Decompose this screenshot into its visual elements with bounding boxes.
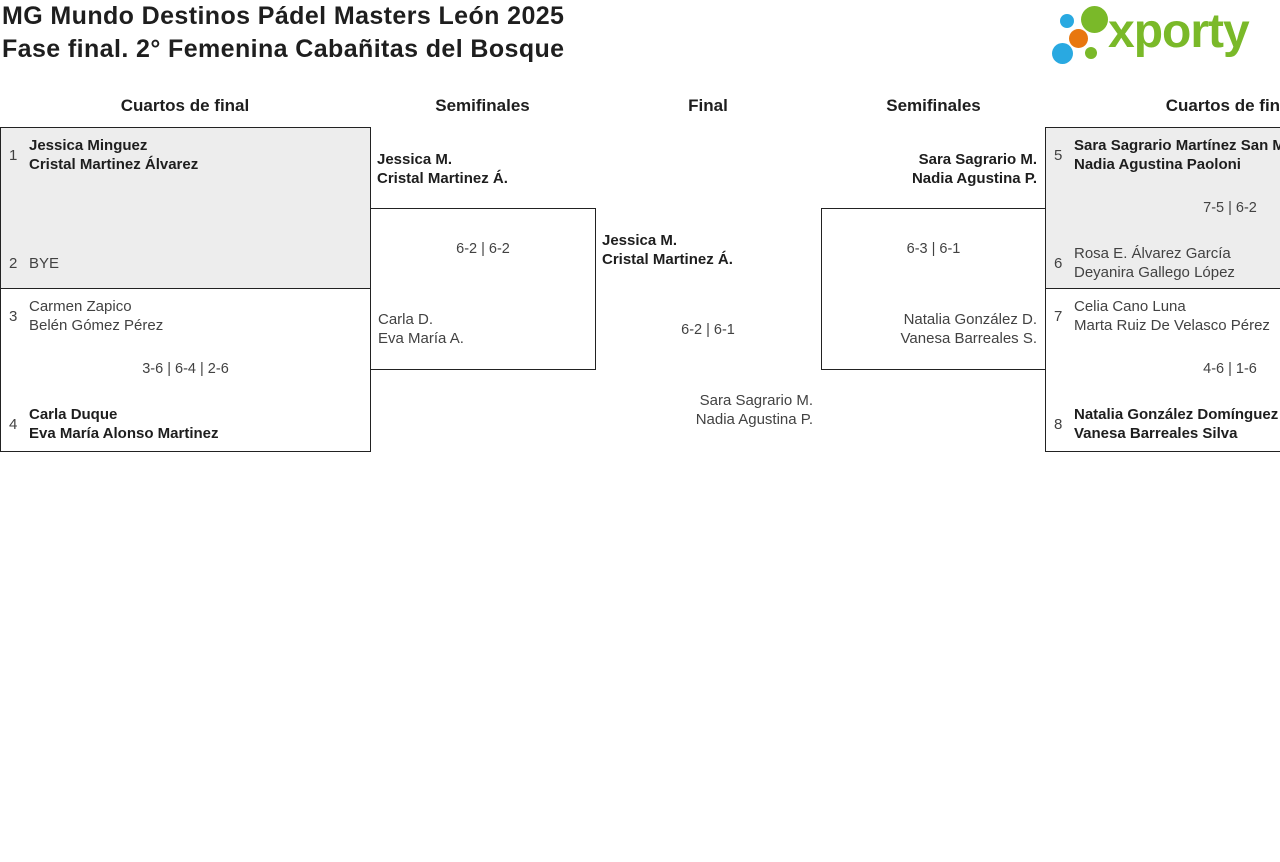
tournament-subtitle: Fase final. 2° Femenina Cabañitas del Bo… [2,35,565,63]
match-box-qf-left-bottom: 3 Carmen Zapico Belén Gómez Pérez 3-6 | … [0,288,371,452]
sf-right-winner-names: Sara Sagrario M. Nadia Agustina P. [821,150,1037,188]
match-box-sf-right: 6-3 | 6-1 Natalia González D. Vanesa Bar… [821,208,1046,370]
seed-number: 1 [9,146,18,164]
player-name: Natalia González Domínguez [1074,406,1279,423]
logo-wordmark: xporty [1108,5,1250,58]
team-names: Rosa E. Álvarez García Deyanira Gallego … [1074,244,1235,282]
round-header-quarterfinals-left: Cuartos de final [120,96,250,115]
player-name: Nadia Agustina P. [911,170,1037,187]
final-score: 6-2 | 6-1 [681,322,735,338]
player-name: Sara Sagrario M. [918,151,1037,168]
player-name: Carla D. [378,311,434,328]
seed-number: 6 [1054,254,1063,272]
player-name: Celia Cano Luna [1074,298,1186,315]
team-entry-seed5: 5 Sara Sagrario Martínez San M Nadia Agu… [1054,136,1280,174]
player-name: Jessica M. [602,232,678,249]
sf-left-loser-names: Carla D. Eva María A. [378,310,464,348]
player-name: Nadia Agustina Paoloni [1074,156,1241,173]
player-name: Jessica Minguez [29,137,148,154]
seed-number: 3 [9,307,18,325]
match-box-qf-left-top: 1 Jessica Minguez Cristal Martinez Álvar… [0,127,371,289]
player-name: Marta Ruiz De Velasco Pérez [1074,317,1270,334]
round-header-semifinals-left: Semifinales [435,96,530,115]
team-names: Carla Duque Eva María Alonso Martinez [29,405,219,443]
team-entry-seed7: 7 Celia Cano Luna Marta Ruiz De Velasco … [1054,297,1270,335]
team-names: BYE [29,254,59,273]
player-name: Natalia González D. [903,311,1037,328]
team-entry-seed6: 6 Rosa E. Álvarez García Deyanira Galleg… [1054,244,1235,282]
player-name: BYE [29,254,60,272]
team-names: Natalia González Domínguez Vanesa Barrea… [1074,405,1278,443]
player-name: Sara Sagrario M. [699,392,813,409]
player-name: Belén Gómez Pérez [29,317,164,334]
match-score: 6-2 | 6-2 [456,241,510,257]
logo-dot-green-large-icon [1081,6,1108,33]
match-score: 7-5 | 6-2 [1203,200,1257,216]
xporty-logo[interactable]: xporty [1048,0,1280,75]
player-name: Rosa E. Álvarez García [1074,245,1231,262]
team-names: Sara Sagrario Martínez San M Nadia Agust… [1074,136,1280,174]
sf-left-winner-names: Jessica M. Cristal Martinez Á. [377,150,508,188]
team-names: Celia Cano Luna Marta Ruiz De Velasco Pé… [1074,297,1270,335]
logo-dot-blue-small-icon [1060,14,1074,28]
round-header-semifinals-right: Semifinales [886,96,981,115]
sf-right-loser-names: Natalia González D. Vanesa Barreales S. [901,310,1037,348]
player-name: Cristal Martinez Á. [602,251,733,268]
seed-number: 7 [1054,307,1063,325]
seed-number: 4 [9,415,18,433]
player-name: Nadia Agustina P. [695,411,813,428]
player-name: Sara Sagrario Martínez San M [1074,137,1280,154]
seed-number: 5 [1054,146,1063,164]
player-name: Eva María A. [378,330,464,347]
player-name: Jessica M. [377,151,453,168]
player-name: Cristal Martinez Á. [377,170,508,187]
team-entry-seed3: 3 Carmen Zapico Belén Gómez Pérez [9,297,163,335]
tournament-title: MG Mundo Destinos Pádel Masters León 202… [2,0,564,66]
player-name: Eva María Alonso Martinez [29,425,219,442]
player-name: Carmen Zapico [29,298,132,315]
match-box-qf-right-top: 5 Sara Sagrario Martínez San M Nadia Agu… [1045,127,1280,289]
tournament-title-line1: MG Mundo Destinos Pádel Masters León 202… [2,2,565,30]
player-name: Vanesa Barreales Silva [1074,425,1238,442]
team-entry-seed4: 4 Carla Duque Eva María Alonso Martinez [9,405,219,443]
seed-number: 8 [1054,415,1063,433]
final-winner-names: Jessica M. Cristal Martinez Á. [602,231,733,269]
team-entry-seed2: 2 BYE [9,244,59,282]
team-entry-seed8: 8 Natalia González Domínguez Vanesa Barr… [1054,405,1278,443]
player-name: Cristal Martinez Álvarez [29,156,199,173]
logo-dot-green-small-icon [1085,47,1097,59]
match-box-qf-right-bottom: 7 Celia Cano Luna Marta Ruiz De Velasco … [1045,288,1280,452]
logo-dot-blue-large-icon [1052,43,1073,64]
team-entry-seed1: 1 Jessica Minguez Cristal Martinez Álvar… [9,136,198,174]
player-name: Vanesa Barreales S. [900,330,1037,347]
match-score: 6-3 | 6-1 [906,241,961,257]
player-name: Deyanira Gallego López [1074,264,1235,281]
round-header-quarterfinals-right: Cuartos de final [1165,96,1280,115]
match-box-sf-left: 6-2 | 6-2 Carla D. Eva María A. [370,208,596,370]
final-runner-up-names: Sara Sagrario M. Nadia Agustina P. [595,391,813,429]
seed-number: 2 [9,254,18,272]
match-score: 4-6 | 1-6 [1203,361,1257,377]
player-name: Carla Duque [29,406,118,423]
round-header-final: Final [688,96,728,115]
team-names: Carmen Zapico Belén Gómez Pérez [29,297,163,335]
match-score: 3-6 | 6-4 | 2-6 [142,361,229,377]
team-names: Jessica Minguez Cristal Martinez Álvarez [29,136,198,174]
logo-dot-orange-icon [1069,29,1088,48]
